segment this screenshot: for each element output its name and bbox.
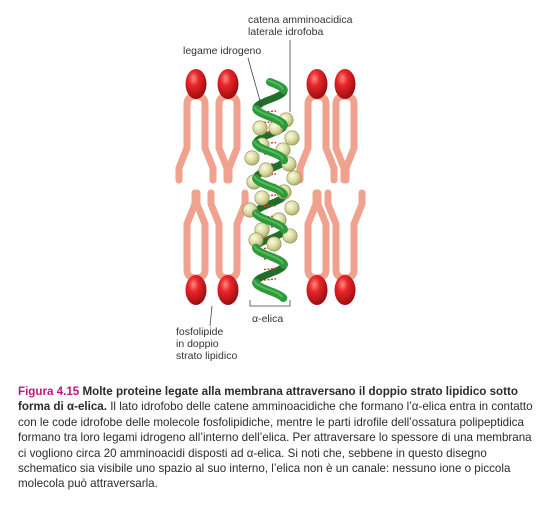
phospholipid-label-line3: strato lipidico <box>176 350 238 362</box>
tail-top-right-3 <box>342 144 358 184</box>
helix-highlight-0 <box>267 79 284 90</box>
membrane-helix-diagram: catena amminoacidica laterale idrofoba l… <box>175 14 366 362</box>
helix-label: α-elica <box>252 313 283 325</box>
side-chain-bead-8 <box>258 162 274 178</box>
helix-bracket <box>249 300 291 307</box>
tail-top-right-0 <box>201 144 217 184</box>
figure-body: Il lato idrofobo delle catene amminoacid… <box>18 400 533 491</box>
side-chain-bead-6 <box>244 150 260 166</box>
helix-highlight-6 <box>253 280 283 298</box>
helix-highlight-5 <box>253 245 284 265</box>
figure-number: Figura 4.15 <box>18 385 80 398</box>
tail-top-left-2 <box>296 144 312 184</box>
sidechain-label-line2: laterale idrofoba <box>248 26 324 38</box>
phospholipid-head-top-3 <box>334 69 356 99</box>
tail-bottom-loop-0 <box>183 220 209 282</box>
tail-top-loop-0 <box>183 92 209 152</box>
side-chain-bead-3 <box>284 130 300 146</box>
tail-bottom-loop-1 <box>215 220 241 282</box>
phospholipid-head-bottom-1 <box>217 275 239 305</box>
hbond-pointer <box>247 57 263 109</box>
figure-caption: Figura 4.15 Molte proteine legate alla m… <box>18 384 538 492</box>
diagram-canvas <box>175 40 366 327</box>
tail-bottom-left-1 <box>207 189 223 228</box>
phospholipid-head-top-2 <box>306 69 328 99</box>
label-pointers <box>209 40 291 327</box>
tail-bottom-right-2 <box>314 189 330 228</box>
sidechain-label-line1: catena amminoacidica <box>248 14 353 26</box>
tail-top-loop-3 <box>332 92 358 152</box>
phospholipid-head-bottom-2 <box>306 275 328 305</box>
helix-label-text: α-elica <box>252 313 284 325</box>
hydrogen-bond-16 <box>263 278 277 281</box>
tail-top-right-2 <box>322 144 338 184</box>
phospholipid-label-line1: fosfolipide <box>176 326 224 338</box>
helix-highlight-2 <box>253 140 284 160</box>
tail-top-left-0 <box>175 144 191 184</box>
tail-top-loop-1 <box>215 92 241 152</box>
tail-bottom-right-0 <box>193 189 209 228</box>
side-chain-bead-12 <box>254 190 270 206</box>
tail-top-loop-2 <box>304 92 330 152</box>
helix-front-strand <box>252 78 288 302</box>
tail-top-right-1 <box>225 144 241 184</box>
helix-back-segment-0 <box>252 87 288 112</box>
phospholipid-label: fosfolipide in doppio strato lipidico <box>176 326 237 362</box>
tail-bottom-loop-3 <box>332 220 358 282</box>
side-chain-bead-13 <box>284 200 300 216</box>
phospholipid-label-line2: in doppio <box>176 338 219 350</box>
helix-highlight-1 <box>253 106 284 125</box>
helix-back-segment-5 <box>252 262 288 286</box>
side-chain-bead-19 <box>266 236 282 252</box>
hbond-label: legame idrogeno <box>183 45 261 57</box>
tail-bottom-loop-2 <box>304 220 330 282</box>
side-chain-bead-9 <box>286 170 302 186</box>
phospholipid-head-top-0 <box>185 69 207 99</box>
phospholipid-pointer <box>209 305 213 327</box>
tail-bottom-right-3 <box>350 189 366 228</box>
hydrophobic-side-chains <box>242 112 302 252</box>
side-chain-bead-2 <box>252 120 268 136</box>
tail-bottom-left-3 <box>324 189 340 228</box>
phospholipid-head-bottom-3 <box>334 275 356 305</box>
phospholipid-head-top-1 <box>217 69 239 99</box>
helix-highlight-4 <box>253 210 284 230</box>
figure-headline: Molte proteine legate alla membrana attr… <box>18 385 518 414</box>
phospholipid-head-bottom-0 <box>185 275 207 305</box>
phospholipid-heads <box>185 69 356 305</box>
sidechain-label: catena amminoacidica laterale idrofoba <box>248 14 352 38</box>
tail-bottom-right-1 <box>233 189 249 228</box>
hbond-label-text: legame idrogeno <box>183 45 262 57</box>
helix-highlight-3 <box>253 175 284 194</box>
